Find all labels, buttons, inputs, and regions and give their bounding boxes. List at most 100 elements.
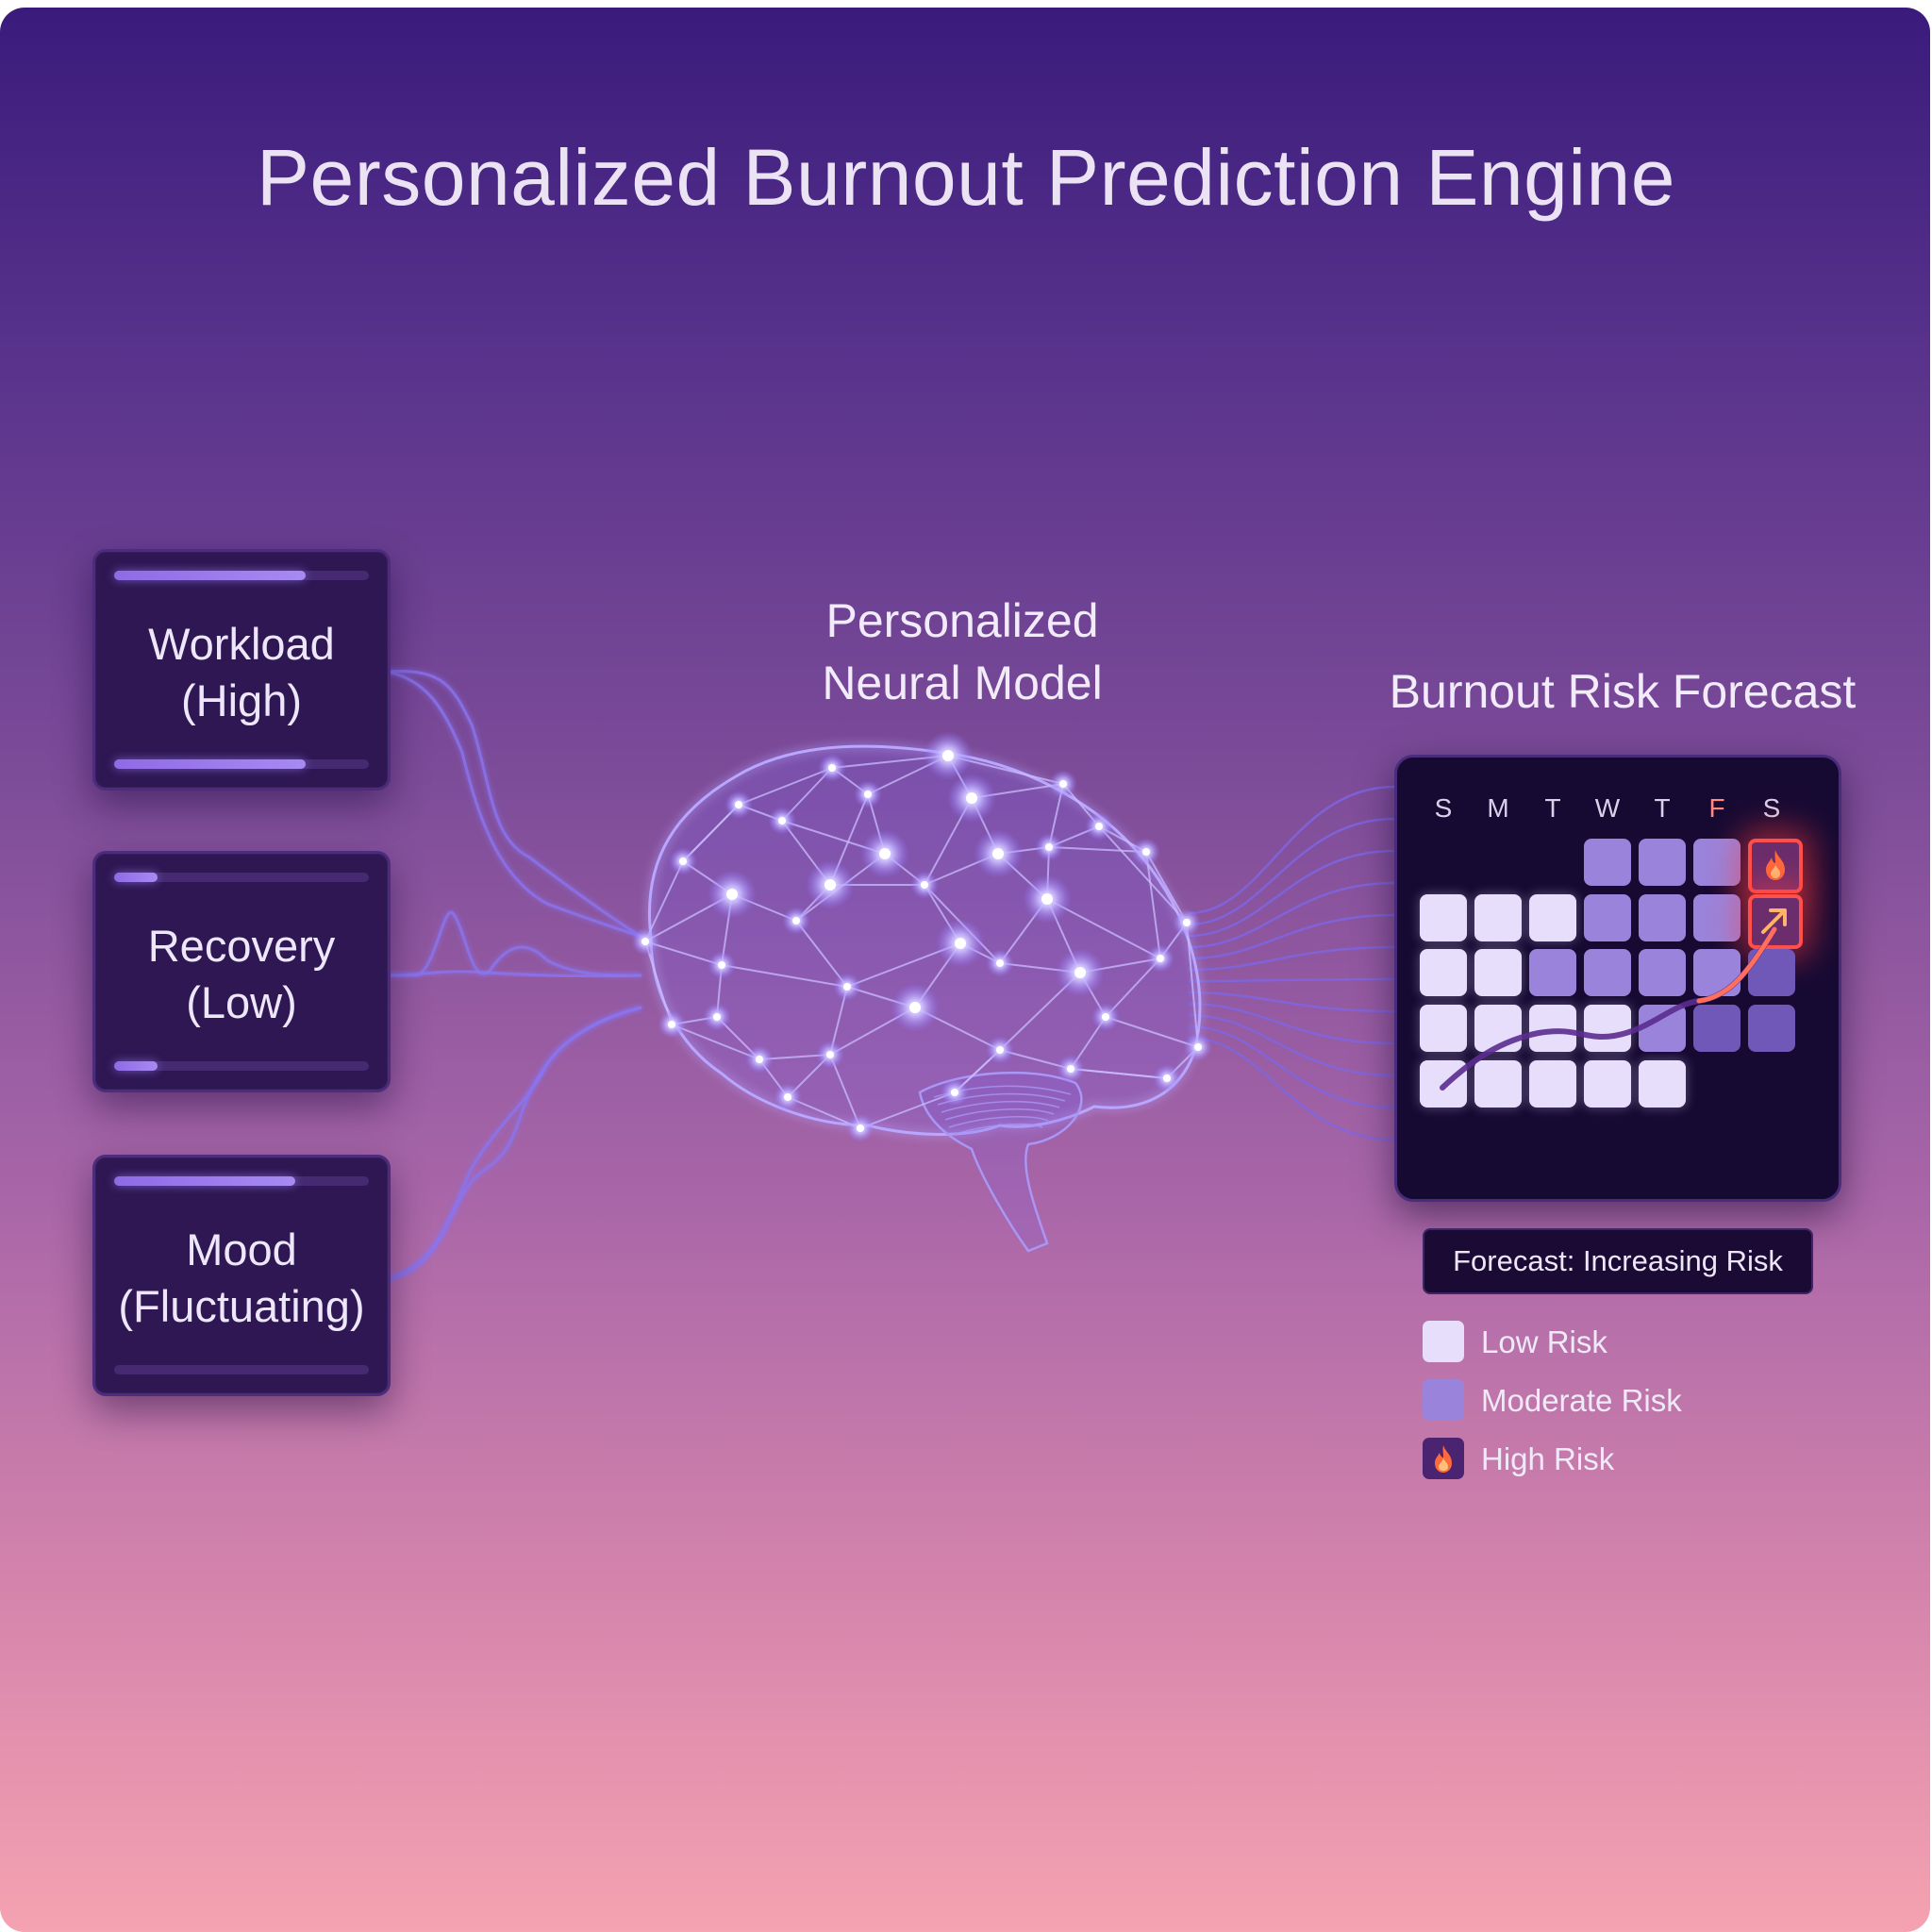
input-status: (Low) [186, 977, 297, 1027]
legend-label: Low Risk [1481, 1324, 1607, 1359]
cerebellum-line [948, 1115, 1049, 1128]
input-wire [386, 1006, 642, 1281]
input-wire [386, 670, 642, 939]
neural-node-core [1095, 823, 1103, 830]
neural-link [738, 767, 833, 806]
calendar-cell-moderate [1639, 894, 1686, 941]
calendar-cell-low [1420, 894, 1467, 941]
level-bar [114, 1176, 369, 1186]
trend-arrow [1440, 926, 1777, 1091]
neural-node-core [909, 1002, 921, 1013]
neural-node-core [713, 1013, 721, 1021]
input-card-mood: Mood (Fluctuating) [92, 1155, 391, 1396]
neural-node-core [1045, 843, 1053, 851]
neural-node-core [857, 1124, 864, 1132]
neural-link [721, 964, 848, 988]
legend-swatch [1423, 1379, 1464, 1421]
neural-node-core [951, 1089, 958, 1096]
calendar-cell-moderate [1584, 894, 1631, 941]
level-bar [114, 1061, 369, 1071]
calendar-cell-low [1529, 1060, 1576, 1108]
neural-node-core [726, 889, 738, 900]
input-name: Workload [148, 619, 335, 669]
neural-node-core [1194, 1043, 1202, 1051]
input-wire [386, 970, 642, 978]
neural-node-core [778, 817, 786, 824]
calendar-cell-low [1529, 894, 1576, 941]
neural-node-core [826, 1051, 834, 1058]
neural-node-core [1183, 919, 1191, 926]
calendar-cell-moderate [1639, 949, 1686, 996]
calendar-cell-low [1474, 1060, 1522, 1108]
model-label: Personalized Neural Model [774, 590, 1151, 714]
output-wire [1188, 1036, 1395, 1141]
neural-node-core [735, 801, 742, 808]
calendar-cell-low [1474, 949, 1522, 996]
calendar-cell-low [1420, 1005, 1467, 1052]
output-wire [1188, 881, 1395, 949]
neural-node-core [843, 983, 851, 991]
neural-link [1186, 922, 1199, 1048]
neural-node-core [879, 848, 891, 859]
neural-node-core [756, 1056, 763, 1063]
calendar-cell-low [1584, 1060, 1631, 1108]
neural-link [1105, 1016, 1199, 1048]
neural-node-core [718, 961, 725, 969]
model-label-line2: Neural Model [822, 657, 1103, 709]
neural-link [1145, 851, 1161, 959]
weekday-label: T [1544, 793, 1561, 823]
connection-lines [386, 669, 1395, 1281]
cerebellum-line [952, 1123, 1043, 1136]
calendar-cell-moderate-dark [1693, 1005, 1740, 1052]
neural-node-core [679, 858, 687, 865]
level-bar-fill [114, 1176, 295, 1186]
neural-node-core [641, 938, 649, 945]
forecast-title: Burnout Risk Forecast [1389, 665, 1857, 718]
calendar-cell-low [1420, 949, 1467, 996]
output-wire [1188, 785, 1395, 915]
legend-label: High Risk [1481, 1441, 1615, 1476]
input-wire [386, 669, 642, 939]
neural-node-core [942, 750, 954, 761]
neural-node-core [955, 938, 966, 949]
neural-node-core [792, 917, 800, 924]
output-wire [1188, 1002, 1395, 1045]
infographic-canvas: Personalized Burnout Prediction Engine W… [0, 8, 1930, 1932]
neural-node-core [1059, 780, 1067, 788]
input-name: Mood [186, 1224, 297, 1274]
calendar-cell-moderate [1693, 894, 1740, 941]
calendar-cell-low [1584, 1005, 1631, 1052]
input-card-workload: Workload (High) [92, 549, 391, 791]
forecast-status-badge: Forecast: Increasing Risk [1423, 1228, 1813, 1294]
calendar-cell-moderate [1529, 949, 1576, 996]
neural-link [1070, 1068, 1168, 1079]
calendar-cell-low [1639, 1060, 1686, 1108]
output-wire [1188, 991, 1395, 1013]
input-wire [387, 910, 642, 977]
neural-node-core [828, 764, 836, 772]
cerebellum-line [944, 1108, 1055, 1121]
weekday-label: S [1762, 793, 1781, 823]
level-bar-fill [114, 873, 158, 882]
weekday-label: T [1654, 793, 1671, 823]
calendar-cell-moderate [1693, 839, 1740, 886]
neural-node-core [1041, 893, 1053, 905]
neural-node-core [824, 879, 836, 891]
input-card-recovery: Recovery (Low) [92, 851, 391, 1092]
neural-node-core [966, 792, 977, 804]
legend-swatch [1423, 1438, 1464, 1479]
neural-node-core [1163, 1074, 1171, 1082]
neural-brain-icon [631, 731, 1212, 1253]
level-bar [114, 1365, 369, 1374]
flame-icon [1435, 1445, 1452, 1473]
neural-link [671, 1024, 760, 1060]
model-label-line1: Personalized [825, 594, 1099, 647]
weekday-label: F [1708, 793, 1725, 823]
legend-label: Moderate Risk [1481, 1383, 1682, 1418]
calendar-cell-high [1748, 894, 1803, 949]
neural-node-core [1102, 1013, 1109, 1021]
input-status: (High) [181, 675, 302, 725]
output-wire [1188, 977, 1395, 983]
neural-node-core [1074, 967, 1086, 978]
neural-node-core [784, 1093, 791, 1101]
